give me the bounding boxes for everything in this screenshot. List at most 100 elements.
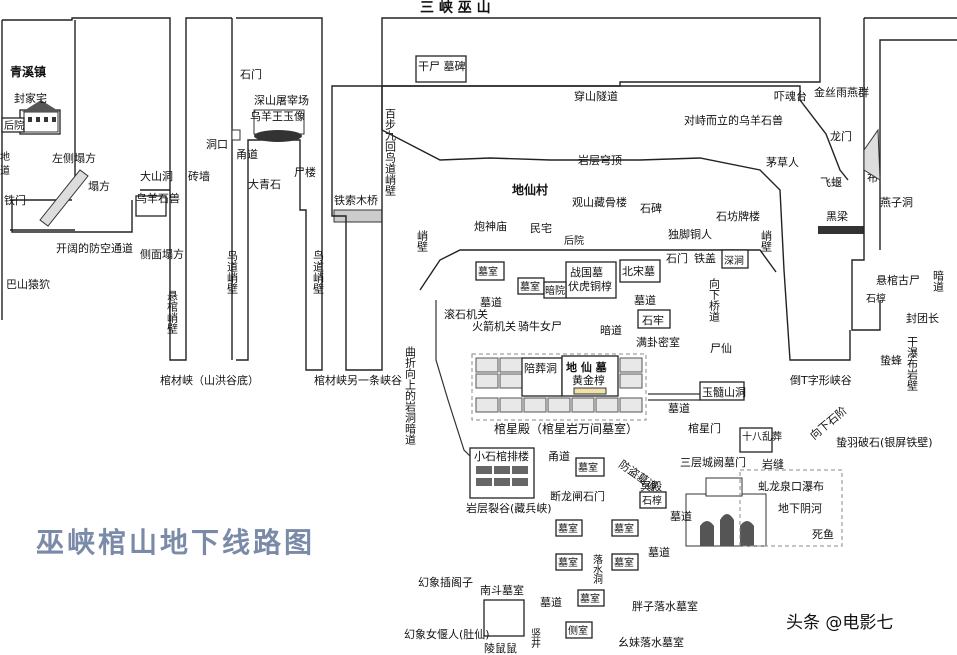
shi-guo-box (639, 491, 667, 509)
label-xuanguan-qiaobi: 悬棺峭壁 (166, 290, 179, 334)
label-yan-zi-dong: 燕子洞 (880, 196, 913, 209)
label-zhanguo-mu: 战国墓 (570, 266, 603, 279)
label-guancai-xia-another: 棺材峡另一条峡谷 (314, 373, 402, 387)
label-min-zhai: 民宅 (530, 221, 552, 235)
label-yan-feng: 岩缝 (762, 457, 784, 471)
yu-shi-shan-dong-box (699, 381, 745, 401)
label-shi-lao: 石牢 (642, 313, 664, 327)
label-si-yu: 死鱼 (812, 527, 834, 541)
label-shen-jian: 深涧 (724, 254, 744, 267)
label-houyuan-left: 后院 (4, 119, 24, 132)
label-mu-shi-c: 墓室 (578, 461, 598, 474)
label-xia-hun-tai: 吓魂台 (774, 89, 807, 103)
label-wuyang-wang: 乌羊王玉像 (250, 109, 305, 123)
left-region (1, 17, 233, 361)
house-icon (22, 100, 60, 133)
label-yao-mei: 幺妹落水墓室 (618, 635, 684, 649)
label-niao-dao-xia-bi: 鸟道峭壁 (226, 249, 239, 294)
label-zhuan-qiang: 砖墙 (188, 169, 210, 183)
label-kai-kuo: 开阔的防空通道 (56, 241, 133, 255)
label-mu-shi-g1: 墓室 (558, 522, 578, 535)
label-di-dao-2: 道 (0, 164, 10, 177)
label-xiang-xia-qiao-dao: 向下桥道 (708, 277, 721, 322)
label-shi-xian: 尸仙 (710, 342, 732, 355)
label-zhe-yu-po-shi: 蛰羽破石(银屏铁壁) (836, 435, 933, 449)
label-pao-shen-miao: 炮神庙 (474, 219, 507, 233)
winding-path (435, 300, 473, 459)
label-huang-jin-guo: 黄金椁 (572, 373, 605, 387)
label-fuhu-tong-guo: 伏虎铜椁 (568, 279, 612, 293)
main-road (648, 393, 700, 401)
label-mu-shi-a: 墓室 (478, 265, 498, 278)
an-yuan-box (543, 281, 567, 299)
label-fei-ru: 飞蝘 (820, 176, 842, 189)
label-niao-dao-xia-bi-2: 鸟道峭壁 (312, 249, 325, 294)
label-fengjiazhai: 封家宅 (14, 91, 47, 105)
label-wuyang-left: 乌羊石兽 (136, 191, 180, 205)
label-dashan-dong: 大山洞 (140, 169, 173, 183)
label-huan-xiang-nv: 幻象女偃人(肚仙) (404, 627, 490, 641)
label-yu-dao-2: 墓道 (540, 595, 562, 609)
label-an-dao: 暗道 (600, 323, 622, 337)
label-ling-xi-shu: 陵鼠鼠 (484, 641, 517, 655)
label-shu-jing: 竖井 (529, 628, 541, 649)
label-di-xia-yin-he: 地下阴河 (778, 502, 822, 515)
label-di-dao: 地 (0, 150, 10, 163)
label-qi-niu-nv-shi: 骑牛女尸 (518, 319, 562, 333)
label-yong-dao: 甬道 (236, 147, 258, 161)
label-da-qing-shi: 大青石 (248, 177, 281, 191)
label-shimen: 石门 (240, 67, 262, 81)
label-nan-dou: 南斗墓室 (480, 583, 524, 597)
coffin-rows (476, 466, 528, 486)
label-yan-ceng-qiong-ding: 岩层穹顶 (578, 153, 622, 167)
label-shi-bei: 石碑 (640, 202, 662, 215)
label-dongkou: 洞口 (206, 138, 228, 151)
mu-shi-c-box (575, 457, 605, 477)
label-man-gua: 满卦密室 (636, 335, 680, 349)
shi-lao-box (637, 309, 671, 329)
label-shiba-luan: 十八乱葬 (742, 430, 782, 443)
label-pangzi: 胖子落水墓室 (632, 599, 698, 613)
label-huan-xiang: 幻象插阁子 (418, 575, 473, 589)
label-mu-shi-g4: 墓室 (614, 556, 634, 569)
map-title: 巫峡棺山地下线路图 (36, 526, 315, 559)
label-zhi-feng: 蛰蜂 (880, 353, 902, 367)
gold-coffin (573, 387, 607, 395)
label-ba-shan-yuan: 巴山猿狖 (6, 277, 50, 291)
shiba-luan-box (739, 427, 773, 453)
label-mao-cao-wu: 茅草人 (766, 156, 799, 169)
label-qu-zhe: 曲折向上的岩洞暗道 (404, 346, 417, 445)
label-mu-dao-a: 墓道 (480, 295, 502, 309)
label-huo-jian: 火箭机关 (472, 319, 516, 333)
label-ce-mian-ta-fang: 侧面塌方 (140, 247, 184, 261)
label-ming-dian: 冥殿 (640, 480, 662, 493)
label-bai-bu-jiu-hui: 百步九回鸟道峭壁 (384, 108, 397, 196)
nan-dou-box (483, 599, 525, 637)
label-dixian-mu: 地 仙 墓 (566, 360, 608, 374)
guan-xing-dian-frame (471, 353, 647, 421)
label-gan-pu-bu: 干瀑布岩壁 (906, 336, 919, 391)
label-jin-si-yu-yan: 金丝雨燕群 (814, 85, 869, 99)
label-guan-xing-dian: 棺星殿（棺星岩万间墓室） (494, 421, 638, 436)
label-mu-shi-b: 墓室 (520, 280, 540, 293)
label-yu-dao: 墓道 (670, 509, 692, 523)
label-dixian-cun: 地仙村 (512, 182, 548, 197)
label-yong-dao-2: 甬道 (548, 449, 570, 463)
label-mu-shi-g5: 墓室 (580, 592, 600, 605)
label-pei-zang-dong: 陪葬洞 (524, 361, 557, 375)
tomb-gate (685, 477, 767, 547)
zhanguo-mu-box (565, 261, 617, 299)
label-shenshan-tuzai: 深山屠宰场 (254, 93, 309, 107)
label-yu-shi-shan-dong: 玉髓山洞 (702, 386, 746, 399)
label-shi-lou: 尸楼 (294, 165, 316, 179)
label-mu-shi-g2: 墓室 (614, 522, 634, 535)
label-chuan-shan-sui-dao: 穿山隧道 (574, 89, 618, 103)
label-ce-shi: 侧室 (568, 624, 588, 637)
label-tie-gai: 铁盖 (694, 251, 716, 265)
black-beam (818, 226, 864, 234)
label-hei-liang: 黑梁 (826, 209, 848, 223)
label-mu-shi-g3: 墓室 (558, 556, 578, 569)
bottom-tombs (555, 519, 639, 639)
label-shi-guo-right: 石椁 (866, 292, 886, 305)
